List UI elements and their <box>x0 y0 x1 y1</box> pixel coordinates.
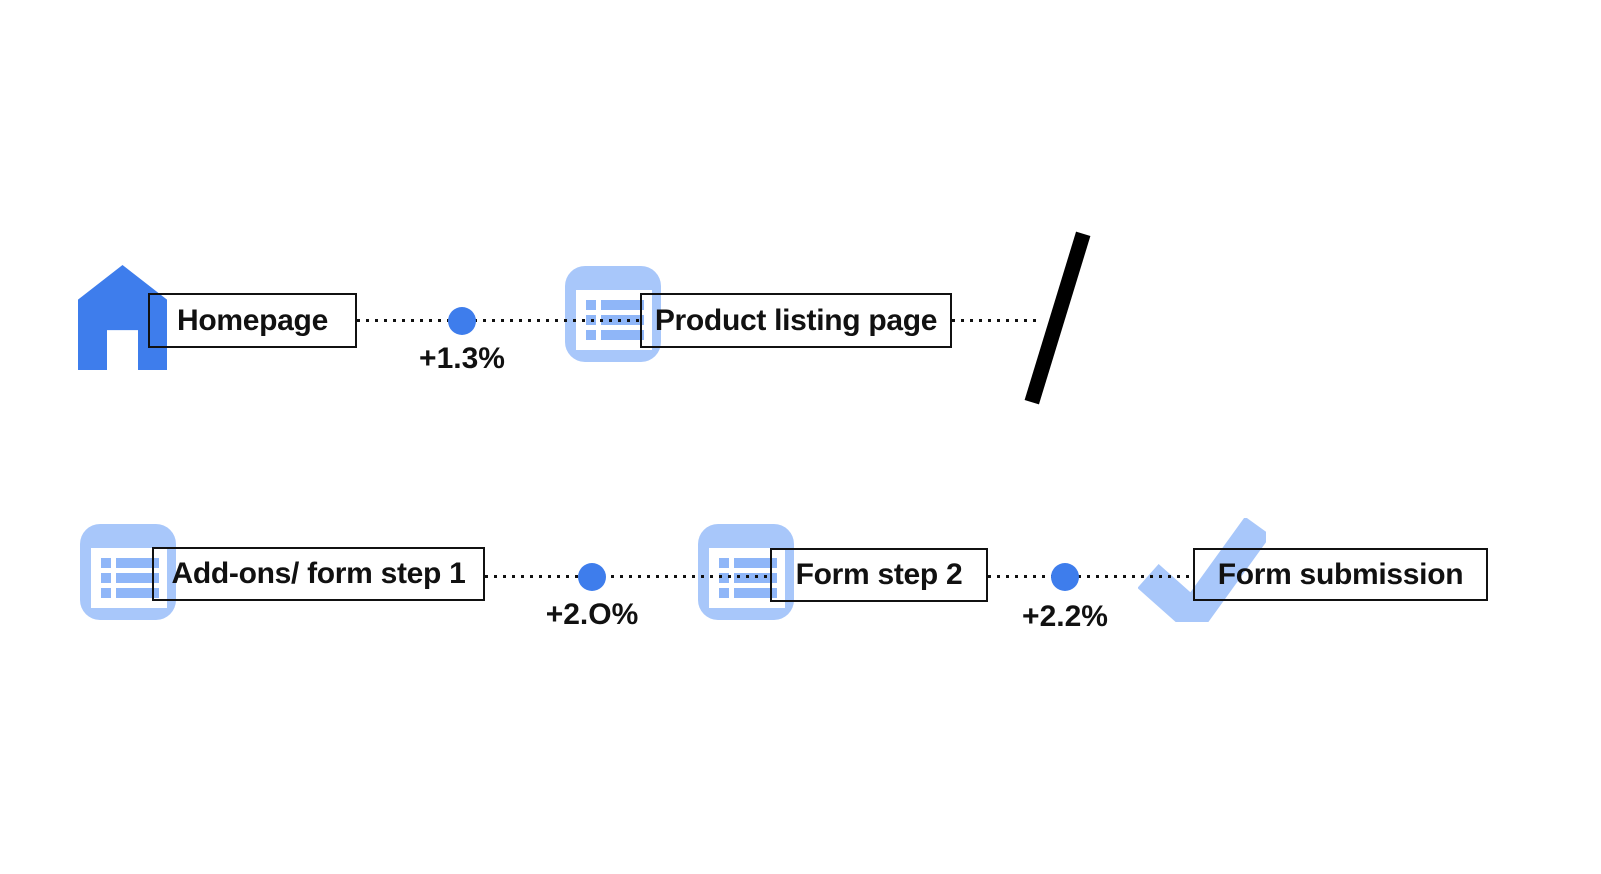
conversion-rate-label: +2.2% <box>1022 600 1108 633</box>
page-panel <box>91 548 167 608</box>
connector-line <box>357 319 640 322</box>
node-label: Add-ons/ form step 1 <box>171 557 466 590</box>
list-page-icon <box>80 524 176 620</box>
node-label: Homepage <box>177 303 328 337</box>
node-addons-form-step-1: Add-ons/ form step 1 <box>152 547 485 601</box>
page-panel <box>709 548 785 608</box>
line-break-slash <box>1024 231 1091 405</box>
rate-dot <box>448 307 476 335</box>
node-product-listing-page: Product listing page <box>640 293 952 348</box>
connector-line <box>485 575 770 578</box>
connector-line <box>988 575 1193 578</box>
conversion-rate-label: +1.3% <box>419 342 505 375</box>
node-label: Form step 2 <box>795 558 963 591</box>
node-label: Product listing page <box>654 303 938 337</box>
node-form-submission: Form submission <box>1193 548 1488 601</box>
rate-dot <box>1051 563 1079 591</box>
connector-line <box>952 319 1037 322</box>
list-page-icon <box>698 524 794 620</box>
node-homepage: Homepage <box>148 293 357 348</box>
conversion-rate-label: +2.O% <box>545 598 639 631</box>
rate-dot <box>578 563 606 591</box>
check-icon <box>1138 518 1266 622</box>
node-form-step-2: Form step 2 <box>770 548 988 602</box>
node-label: Form submission <box>1217 557 1464 591</box>
